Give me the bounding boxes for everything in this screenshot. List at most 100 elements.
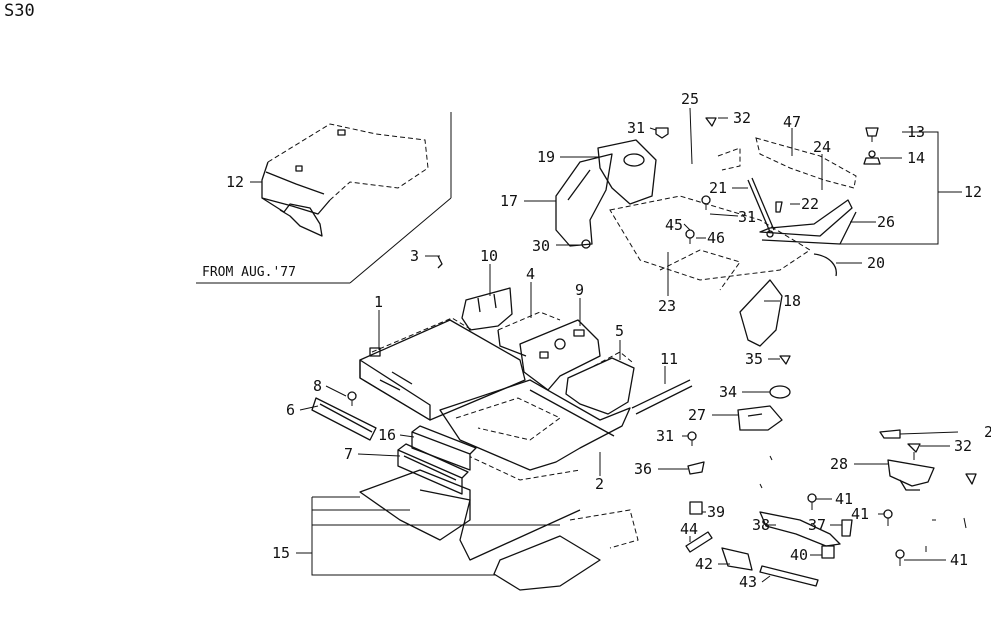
strip-43 bbox=[759, 565, 819, 587]
callout-23: 23 bbox=[658, 297, 676, 315]
callout-31-b: 31 bbox=[738, 208, 756, 226]
leader-lines bbox=[250, 107, 962, 583]
callout-42: 42 bbox=[695, 555, 713, 573]
clip-37 bbox=[841, 519, 853, 537]
screw-8 bbox=[347, 391, 357, 406]
callout-21: 21 bbox=[709, 179, 727, 197]
callout-4: 4 bbox=[526, 265, 535, 283]
clip-35 bbox=[779, 355, 791, 365]
main-carpet-2 bbox=[439, 379, 631, 481]
callout-12-inset: 12 bbox=[226, 173, 244, 191]
callout-8: 8 bbox=[313, 377, 322, 395]
clip-44 bbox=[685, 531, 713, 553]
callout-25: 25 bbox=[681, 90, 699, 108]
bracket-42 bbox=[721, 547, 753, 571]
clip-3 bbox=[437, 255, 443, 269]
callout-18: 18 bbox=[783, 292, 801, 310]
callout-41-c: 41 bbox=[950, 551, 968, 569]
diagram-code: S30 bbox=[4, 1, 35, 21]
floor-rear-dash bbox=[609, 195, 811, 291]
callout-41-b: 41 bbox=[851, 505, 869, 523]
callout-40: 40 bbox=[790, 546, 808, 564]
callout-44: 44 bbox=[680, 520, 698, 538]
callout-10: 10 bbox=[480, 247, 498, 265]
callout-24: 24 bbox=[813, 138, 831, 156]
callout-3: 3 bbox=[410, 247, 419, 265]
wheelhouse-17 bbox=[555, 153, 613, 247]
callout-22: 22 bbox=[801, 195, 819, 213]
callout-15: 15 bbox=[272, 544, 290, 562]
tunnel-cover-9 bbox=[519, 319, 601, 391]
bolt-right-edge bbox=[965, 473, 977, 485]
floor-panel-1 bbox=[359, 317, 526, 421]
callout-31-c: 31 bbox=[656, 427, 674, 445]
fastener-31-a bbox=[655, 127, 669, 139]
callout-32-b: 32 bbox=[954, 437, 972, 455]
floor-mats-15 bbox=[359, 469, 639, 591]
callout-31-a: 31 bbox=[627, 119, 645, 137]
clip-39 bbox=[689, 501, 703, 515]
callout-17: 17 bbox=[500, 192, 518, 210]
trim-38 bbox=[759, 511, 841, 547]
clip-36 bbox=[687, 461, 705, 475]
clip-22 bbox=[775, 201, 783, 213]
bracket-27 bbox=[737, 405, 783, 431]
kick-plate-6 bbox=[311, 397, 377, 441]
rear-panel-47 bbox=[717, 137, 857, 189]
bolt-41-c bbox=[895, 549, 905, 566]
callout-27: 27 bbox=[688, 406, 706, 424]
callout-41-a: 41 bbox=[835, 490, 853, 508]
callout-36: 36 bbox=[634, 460, 652, 478]
clip-46 bbox=[685, 229, 695, 244]
trim-20 bbox=[813, 253, 837, 277]
inset-panel: FROM AUG.'77 bbox=[196, 112, 452, 284]
clip-30 bbox=[581, 239, 591, 249]
misc-marks bbox=[759, 455, 967, 552]
bolt-41-a bbox=[807, 493, 817, 510]
grommet-13 bbox=[865, 127, 879, 142]
clip-40 bbox=[821, 545, 835, 559]
callout-11: 11 bbox=[660, 350, 678, 368]
callout-43: 43 bbox=[739, 573, 757, 591]
callout-46: 46 bbox=[707, 229, 725, 247]
callout-7: 7 bbox=[344, 445, 353, 463]
callout-35: 35 bbox=[745, 350, 763, 368]
pad-34 bbox=[769, 385, 791, 399]
callout-6: 6 bbox=[286, 401, 295, 419]
part-2-right bbox=[879, 429, 901, 439]
trim-18 bbox=[739, 279, 783, 347]
callout-45: 45 bbox=[665, 216, 683, 234]
callout-13: 13 bbox=[907, 123, 925, 141]
bolt-32-a bbox=[705, 117, 717, 127]
grommet-14 bbox=[863, 150, 881, 165]
bracket-28 bbox=[887, 459, 935, 491]
callout-47: 47 bbox=[783, 113, 801, 131]
callout-26: 26 bbox=[877, 213, 895, 231]
callout-9: 9 bbox=[575, 281, 584, 299]
cushion-7 bbox=[397, 443, 469, 495]
callout-2: 2 bbox=[595, 475, 604, 493]
callout-32-a: 32 bbox=[733, 109, 751, 127]
callout-38: 38 bbox=[752, 516, 770, 534]
callout-28: 28 bbox=[830, 455, 848, 473]
bracket-10 bbox=[461, 287, 513, 331]
callout-34: 34 bbox=[719, 383, 737, 401]
callout-5: 5 bbox=[615, 322, 624, 340]
box-16 bbox=[411, 425, 477, 471]
callout-19: 19 bbox=[537, 148, 555, 166]
callout-2-right: 2 bbox=[984, 423, 991, 441]
bolt-32-b bbox=[907, 443, 921, 460]
fastener-31-b bbox=[701, 195, 711, 210]
inset-note: FROM AUG.'77 bbox=[202, 265, 296, 280]
callout-30: 30 bbox=[532, 237, 550, 255]
floor-carpet-rear-inset bbox=[261, 123, 429, 237]
edge-trim-11 bbox=[631, 379, 693, 415]
callout-14: 14 bbox=[907, 149, 925, 167]
callout-12: 12 bbox=[964, 183, 982, 201]
callout-labels: 12 3 10 4 1 9 5 11 8 6 16 7 2 15 25 32 3… bbox=[226, 90, 991, 591]
callout-39: 39 bbox=[707, 503, 725, 521]
bolt-41-b bbox=[883, 509, 893, 526]
panel-4 bbox=[497, 311, 561, 357]
